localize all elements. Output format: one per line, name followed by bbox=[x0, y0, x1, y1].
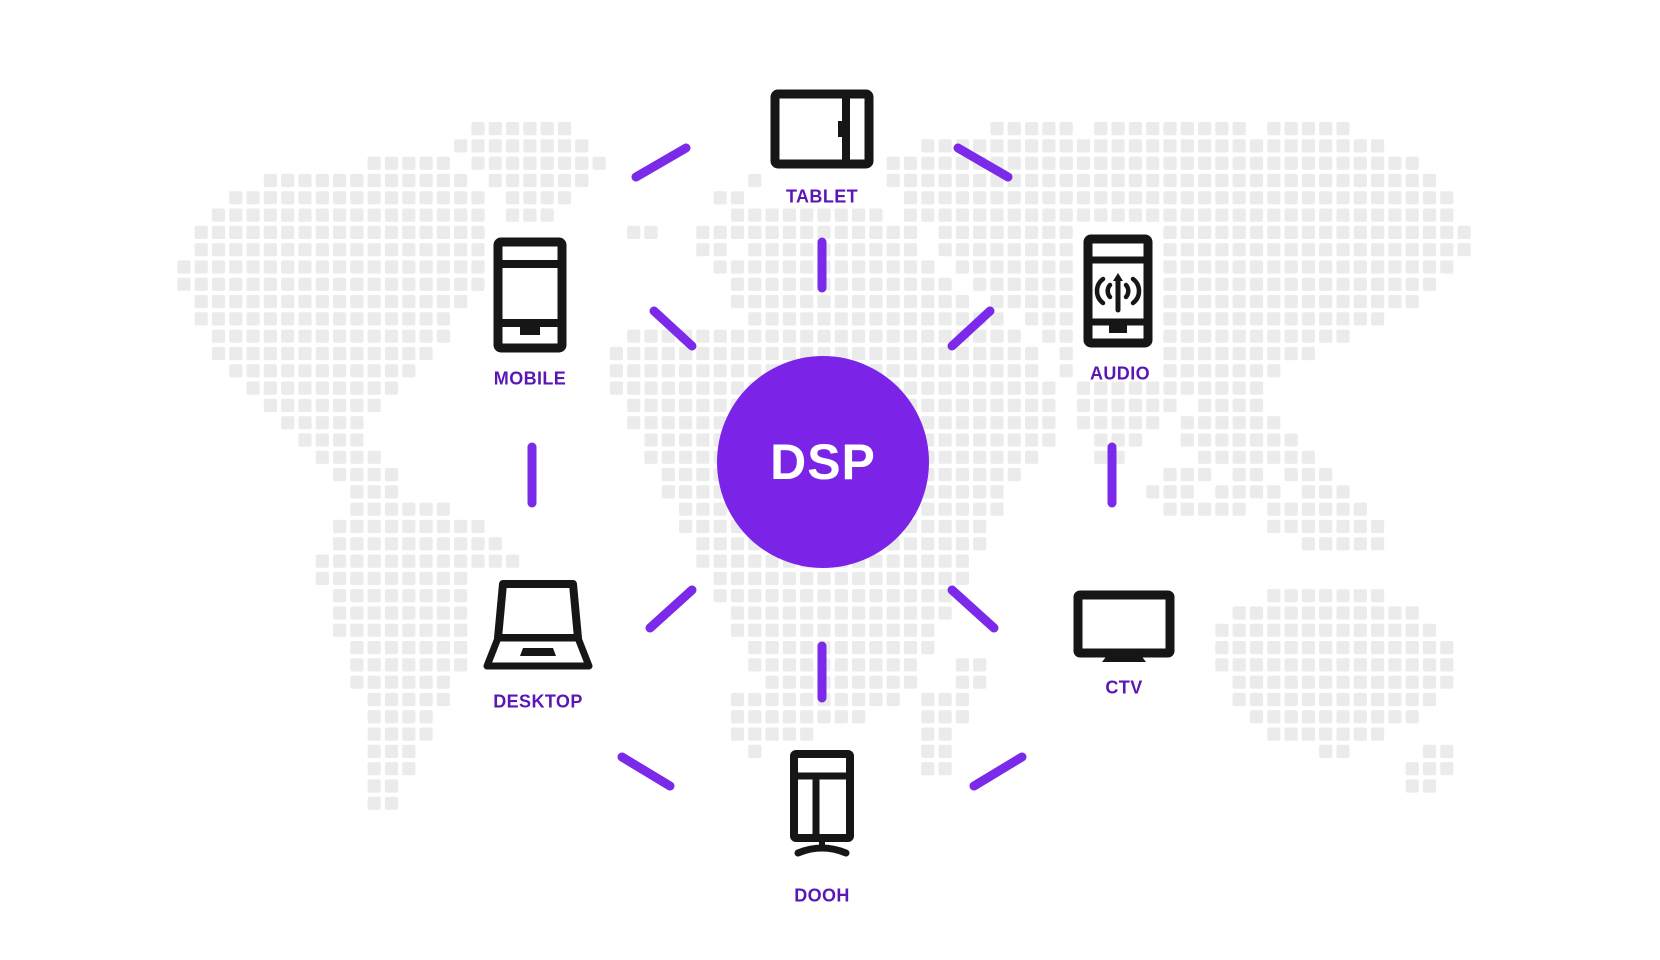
tablet-icon bbox=[770, 89, 874, 169]
connector-dash bbox=[631, 143, 691, 182]
dsp-label: DSP bbox=[770, 434, 876, 490]
ctv-label: CTV bbox=[1105, 677, 1143, 698]
dooh-icon bbox=[790, 750, 854, 862]
connector-dash bbox=[617, 752, 675, 791]
connector-dash bbox=[645, 585, 697, 633]
audio-label: AUDIO bbox=[1090, 363, 1150, 384]
connector-dash bbox=[969, 752, 1027, 791]
connector-dashes bbox=[527, 143, 1117, 791]
desktop-label: DESKTOP bbox=[493, 691, 583, 712]
desktop-icon bbox=[479, 578, 597, 676]
connector-dash bbox=[947, 585, 999, 633]
connector-dash bbox=[649, 306, 697, 351]
mobile-label: MOBILE bbox=[493, 368, 567, 389]
tablet-label: TABLET bbox=[785, 186, 859, 207]
dsp-hub-circle: DSP bbox=[717, 356, 929, 568]
ctv-icon bbox=[1073, 590, 1175, 664]
dooh-label: DOOH bbox=[794, 885, 850, 906]
audio-icon bbox=[1083, 234, 1153, 348]
connector-dash bbox=[953, 143, 1013, 182]
mobile-icon bbox=[493, 237, 567, 353]
connector-dash bbox=[947, 306, 995, 351]
